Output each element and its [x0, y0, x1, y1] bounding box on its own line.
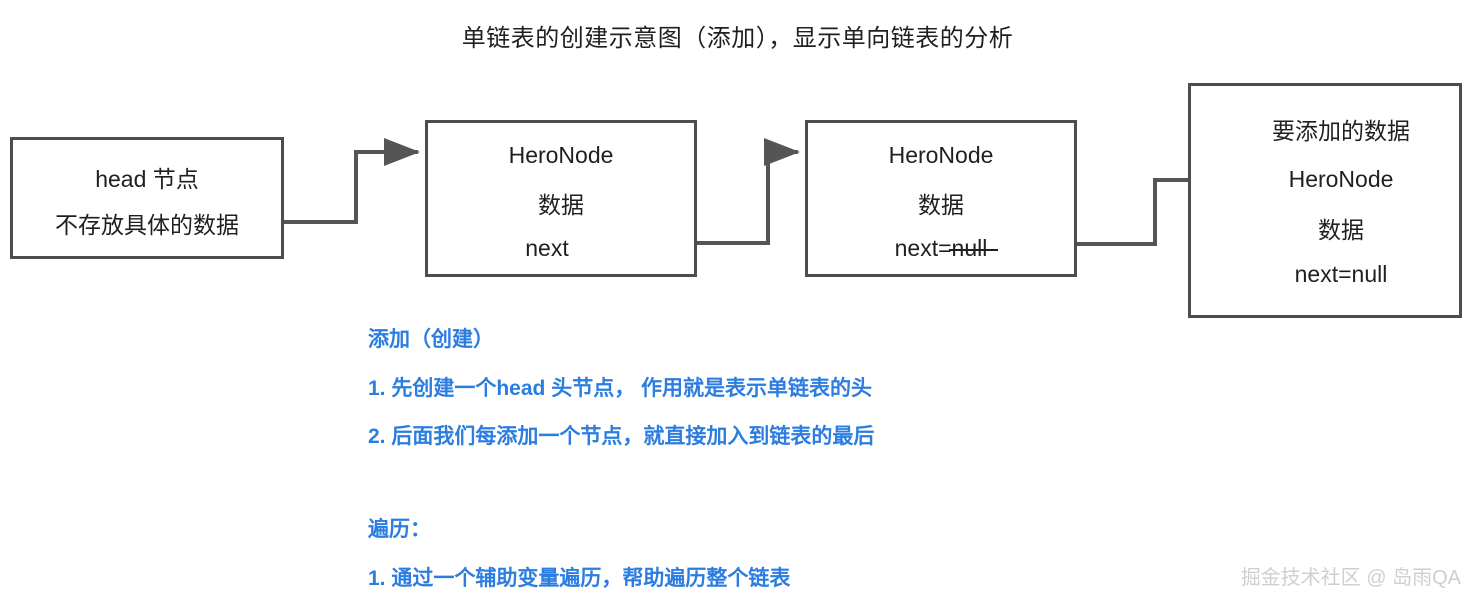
node-new-line-type: HeroNode: [1288, 166, 1394, 192]
node-box-head[interactable]: head 节点 不存放具体的数据: [10, 137, 284, 259]
node-second-line-next: next=null: [808, 237, 1074, 260]
page-title: 单链表的创建示意图（添加），显示单向链表的分析: [461, 25, 1014, 52]
note-add-heading: 添加（创建）: [368, 328, 494, 351]
node-first-line-type: HeroNode: [508, 142, 614, 168]
node-head-line-2: 不存放具体的数据: [55, 212, 239, 238]
connector-head-to-first: [284, 138, 420, 224]
node-new-line-caption: 要添加的数据: [1272, 118, 1410, 144]
node-box-first[interactable]: HeroNode 数据 next: [425, 120, 697, 277]
watermark: 掘金技术社区 @ 岛雨QA: [1240, 567, 1461, 589]
node-first-line-data: 数据: [538, 192, 584, 218]
node-new-line-next: next=null: [1294, 261, 1388, 287]
node-first-line-next: next: [525, 235, 569, 261]
note-add-item-2: 2. 后面我们每添加一个节点，就直接加入到链表的最后: [368, 425, 875, 448]
node-new-line-data: 数据: [1318, 217, 1364, 243]
note-add-item-1: 1. 先创建一个head 头节点， 作用就是表示单链表的头: [368, 377, 873, 400]
node-box-second[interactable]: HeroNode 数据 next=null: [805, 120, 1077, 277]
node-second-line-data: 数据: [918, 192, 964, 218]
node-second-line-type: HeroNode: [888, 142, 994, 168]
node-second-next-struck-value: null: [948, 235, 999, 261]
node-head-line-1: head 节点: [95, 166, 199, 192]
node-second-next-prefix: next=: [894, 235, 952, 261]
note-traverse-item-1: 1. 通过一个辅助变量遍历，帮助遍历整个链表: [368, 567, 791, 590]
node-box-new[interactable]: 要添加的数据 HeroNode 数据 next=null: [1188, 83, 1462, 318]
note-traverse-heading: 遍历：: [368, 518, 431, 541]
